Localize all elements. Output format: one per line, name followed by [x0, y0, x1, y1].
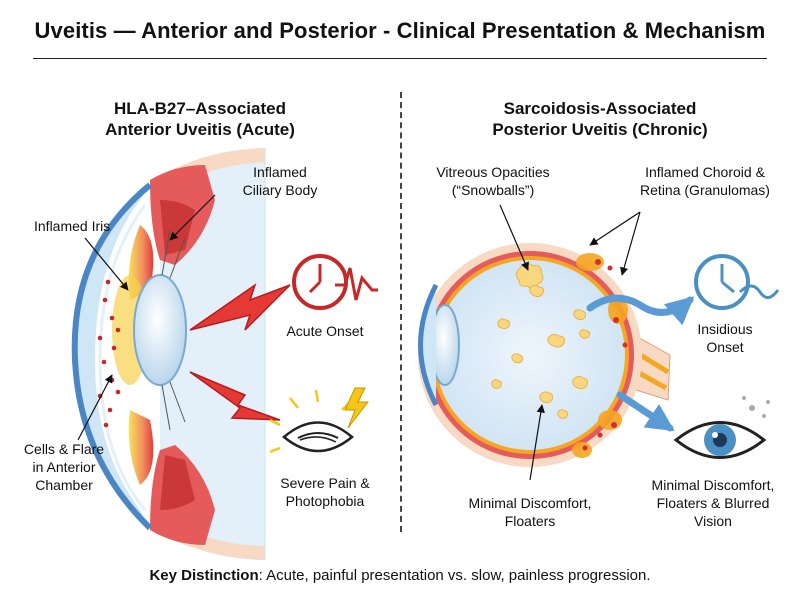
label-minimal-discomfort-floaters: Minimal Discomfort, Floaters	[440, 494, 620, 530]
label-line: Minimal Discomfort,	[651, 477, 775, 493]
vision-arrow	[616, 391, 675, 432]
label-line: Floaters & Blurred	[656, 495, 770, 511]
label-inflamed-choroid: Inflamed Choroid & Retina (Granulomas)	[620, 163, 790, 199]
lightning-bolt-icon	[189, 371, 281, 421]
label-inflamed-ciliary-body: Inflamed Ciliary Body	[225, 163, 335, 199]
lightning-bolt-icon	[189, 283, 291, 331]
label-insidious-onset: Insidious Onset	[680, 320, 770, 356]
right-pointer-lines	[499, 204, 641, 481]
label-line: Minimal Discomfort,	[468, 495, 592, 511]
panel-divider	[400, 92, 402, 532]
photophobia-eye-icon	[269, 387, 370, 454]
label-line: Insidious	[697, 321, 753, 337]
right-panel-heading: Sarcoidosis-Associated Posterior Uveitis…	[430, 98, 770, 140]
label-inflamed-iris: Inflamed Iris	[34, 218, 111, 234]
left-heading-line-1: HLA-B27–Associated	[114, 99, 286, 118]
key-distinction-footer: Key Distinction: Acute, painful presenta…	[0, 567, 800, 584]
left-heading-line-2: Anterior Uveitis (Acute)	[105, 120, 295, 139]
label-line: Photophobia	[285, 493, 365, 509]
page-title: Uveitis — Anterior and Posterior - Clini…	[34, 18, 766, 43]
left-pointer-lines	[77, 194, 216, 441]
label-line: Onset	[706, 339, 744, 355]
label-line: in Anterior	[32, 459, 96, 475]
key-distinction-label: Key Distinction	[149, 567, 259, 584]
label-line: Severe Pain &	[280, 475, 370, 491]
right-heading-line-2: Posterior Uveitis (Chronic)	[492, 120, 708, 139]
insidious-wave-arrow	[586, 294, 695, 326]
anterior-eye-illustration	[71, 148, 266, 560]
label-line: Inflamed Choroid &	[645, 164, 765, 180]
clock-icon	[694, 254, 780, 310]
label-line: (“Snowballs”)	[451, 182, 535, 198]
label-severe-pain: Severe Pain & Photophobia	[260, 474, 390, 510]
label-line: Vitreous Opacities	[436, 164, 550, 180]
right-heading-line-1: Sarcoidosis-Associated	[503, 99, 697, 118]
label-acute-onset: Acute Onset	[286, 323, 364, 339]
left-panel-heading: HLA-B27–Associated Anterior Uveitis (Acu…	[40, 98, 360, 140]
label-minimal-discomfort-vision: Minimal Discomfort, Floaters & Blurred V…	[628, 476, 798, 530]
label-line: Vision	[694, 513, 732, 529]
label-line: Retina (Granulomas)	[640, 182, 770, 198]
label-line: Floaters	[504, 513, 556, 529]
vision-eye-icon	[673, 396, 770, 459]
clock-icon	[292, 254, 378, 310]
label-vitreous-opacities: Vitreous Opacities (“Snowballs”)	[418, 163, 568, 199]
key-distinction-text: : Acute, painful presentation vs. slow, …	[258, 567, 651, 584]
posterior-eye-illustration	[418, 243, 671, 467]
label-line: Ciliary Body	[242, 182, 318, 198]
title-underline	[33, 58, 767, 59]
label-cells-and-flare: Cells & Flare in Anterior Chamber	[14, 440, 114, 494]
label-line: Inflamed	[253, 164, 307, 180]
label-line: Cells & Flare	[23, 441, 105, 457]
label-line: Chamber	[35, 477, 93, 493]
